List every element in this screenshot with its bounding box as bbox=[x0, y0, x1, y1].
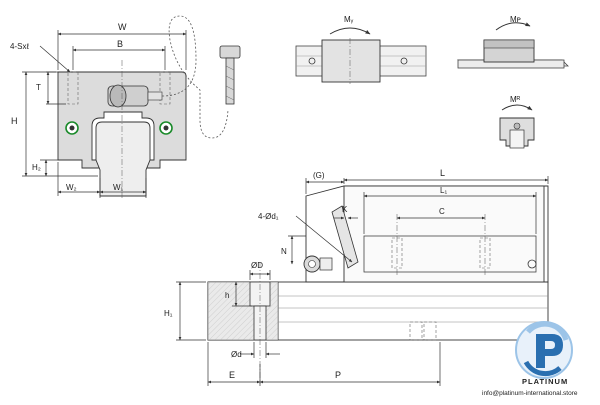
label-B: B bbox=[117, 39, 123, 49]
side-view: (G) L L₁ C K 4-Ød₁ N ØD h bbox=[164, 168, 549, 386]
label-holes: 4-Ød₁ bbox=[258, 212, 279, 221]
moment-my-view: Mᵧ bbox=[295, 15, 427, 84]
label-K: K bbox=[342, 205, 348, 214]
label-W1: W₁ bbox=[113, 183, 124, 192]
label-T: T bbox=[36, 83, 41, 92]
label-My: Mᵧ bbox=[344, 15, 354, 24]
front-view: W B 4-Sxℓ T H H₂ W₂ W₁ bbox=[10, 22, 187, 200]
label-screw: 4-Sxℓ bbox=[10, 42, 29, 51]
label-C: C bbox=[439, 207, 445, 216]
platinum-logo bbox=[515, 321, 573, 379]
label-L1: L₁ bbox=[440, 186, 447, 195]
label-E: E bbox=[229, 370, 235, 380]
label-N: N bbox=[281, 247, 287, 256]
brand-email: info@platinum-international.store bbox=[482, 390, 578, 397]
label-Mr: Mᴿ bbox=[510, 95, 521, 104]
label-D: ØD bbox=[251, 261, 263, 270]
label-G: (G) bbox=[313, 171, 325, 180]
moment-mp-view: Mᴘ bbox=[457, 15, 569, 69]
label-W: W bbox=[118, 22, 127, 32]
label-L: L bbox=[440, 168, 445, 178]
label-H: H bbox=[11, 116, 18, 126]
lubrication-detail bbox=[161, 15, 241, 139]
label-W2: W₂ bbox=[66, 183, 77, 192]
brand-name: PLATINUM bbox=[522, 377, 568, 386]
label-h: h bbox=[225, 291, 229, 300]
label-d: Ød bbox=[231, 350, 242, 359]
moment-mr-view: Mᴿ bbox=[499, 95, 535, 149]
label-H2: H₂ bbox=[32, 163, 41, 172]
label-Mp: Mᴘ bbox=[510, 15, 521, 24]
label-P: P bbox=[335, 370, 341, 380]
label-H1: H₁ bbox=[164, 309, 173, 318]
